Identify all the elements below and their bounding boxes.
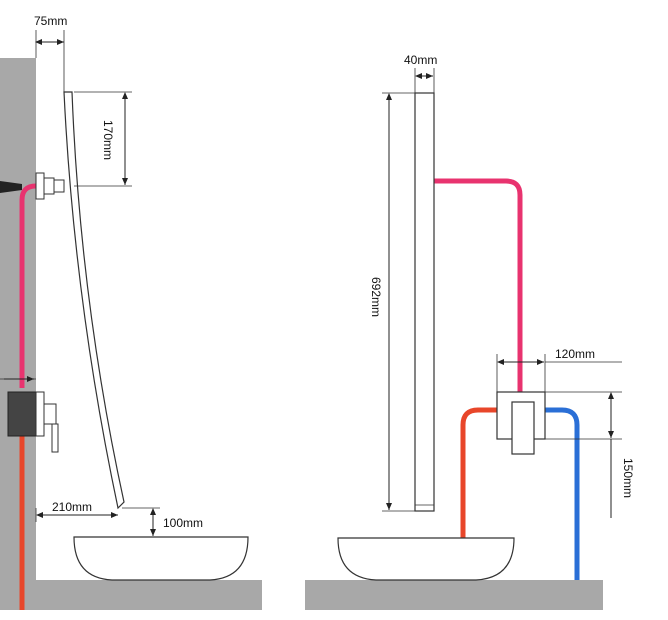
front-mixed-pipe <box>434 178 523 392</box>
panel-top-height-label: 170mm <box>101 120 115 160</box>
valve-width-label: 120mm <box>555 347 595 361</box>
valve-stem <box>43 403 57 425</box>
front-view: 40mm 692mm 120mm 150mm <box>305 53 635 610</box>
panel-width-label: 40mm <box>404 53 437 67</box>
wall-outlet-nut <box>43 177 55 195</box>
spout-reach-label: 210mm <box>52 500 92 514</box>
wall-offset-label: 75mm <box>34 14 67 28</box>
valve-cover-plate <box>35 391 45 437</box>
wall-outlet-cone <box>0 181 22 193</box>
front-cold-pipe <box>545 407 580 580</box>
front-panel <box>414 92 435 512</box>
wall-outlet-plate <box>35 172 45 200</box>
valve-height-label: 150mm <box>621 458 635 498</box>
curved-waterfall-panel <box>63 91 125 510</box>
concealed-valve-body <box>7 391 37 437</box>
front-hot-pipe <box>460 407 497 538</box>
spout-clearance-label: 100mm <box>163 516 203 530</box>
wall-outlet-connector <box>53 179 65 193</box>
side-counter <box>36 580 262 610</box>
front-basin <box>337 537 515 581</box>
wall <box>0 58 36 610</box>
front-valve-handle <box>511 401 535 455</box>
valve-handle <box>51 423 59 453</box>
side-view: 75mm 170mm 210mm 100mm <box>0 14 262 610</box>
panel-height-label: 692mm <box>369 277 383 317</box>
side-basin <box>73 536 249 581</box>
front-counter <box>305 580 603 610</box>
